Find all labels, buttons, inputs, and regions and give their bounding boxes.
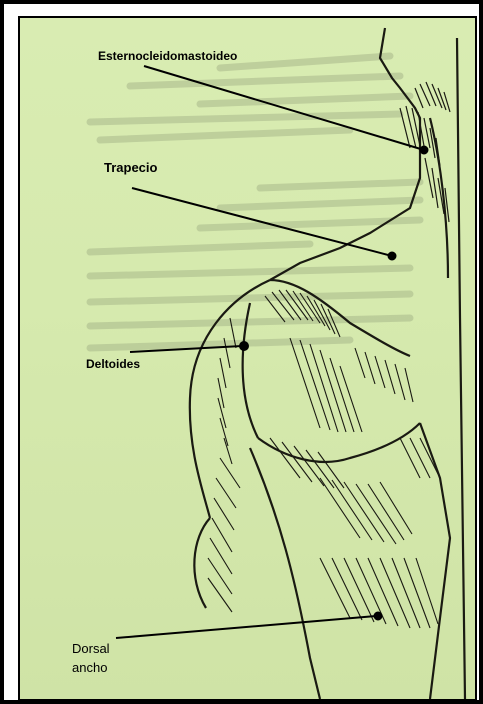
label-deltoides: Deltoides	[86, 357, 140, 371]
label-dorsal-line2: ancho	[72, 658, 110, 677]
anatomy-photo: Esternocleidomastoideo Trapecio Deltoide…	[18, 16, 477, 701]
label-dorsal-line1: Dorsal	[72, 639, 110, 658]
label-esternocleidomastoideo: Esternocleidomastoideo	[98, 49, 237, 63]
hatching-arm	[208, 438, 412, 612]
leader-lines	[116, 66, 428, 638]
hatching-dorsal	[320, 438, 438, 628]
label-dorsal-ancho: Dorsal ancho	[72, 639, 110, 677]
label-trapecio: Trapecio	[104, 160, 157, 175]
